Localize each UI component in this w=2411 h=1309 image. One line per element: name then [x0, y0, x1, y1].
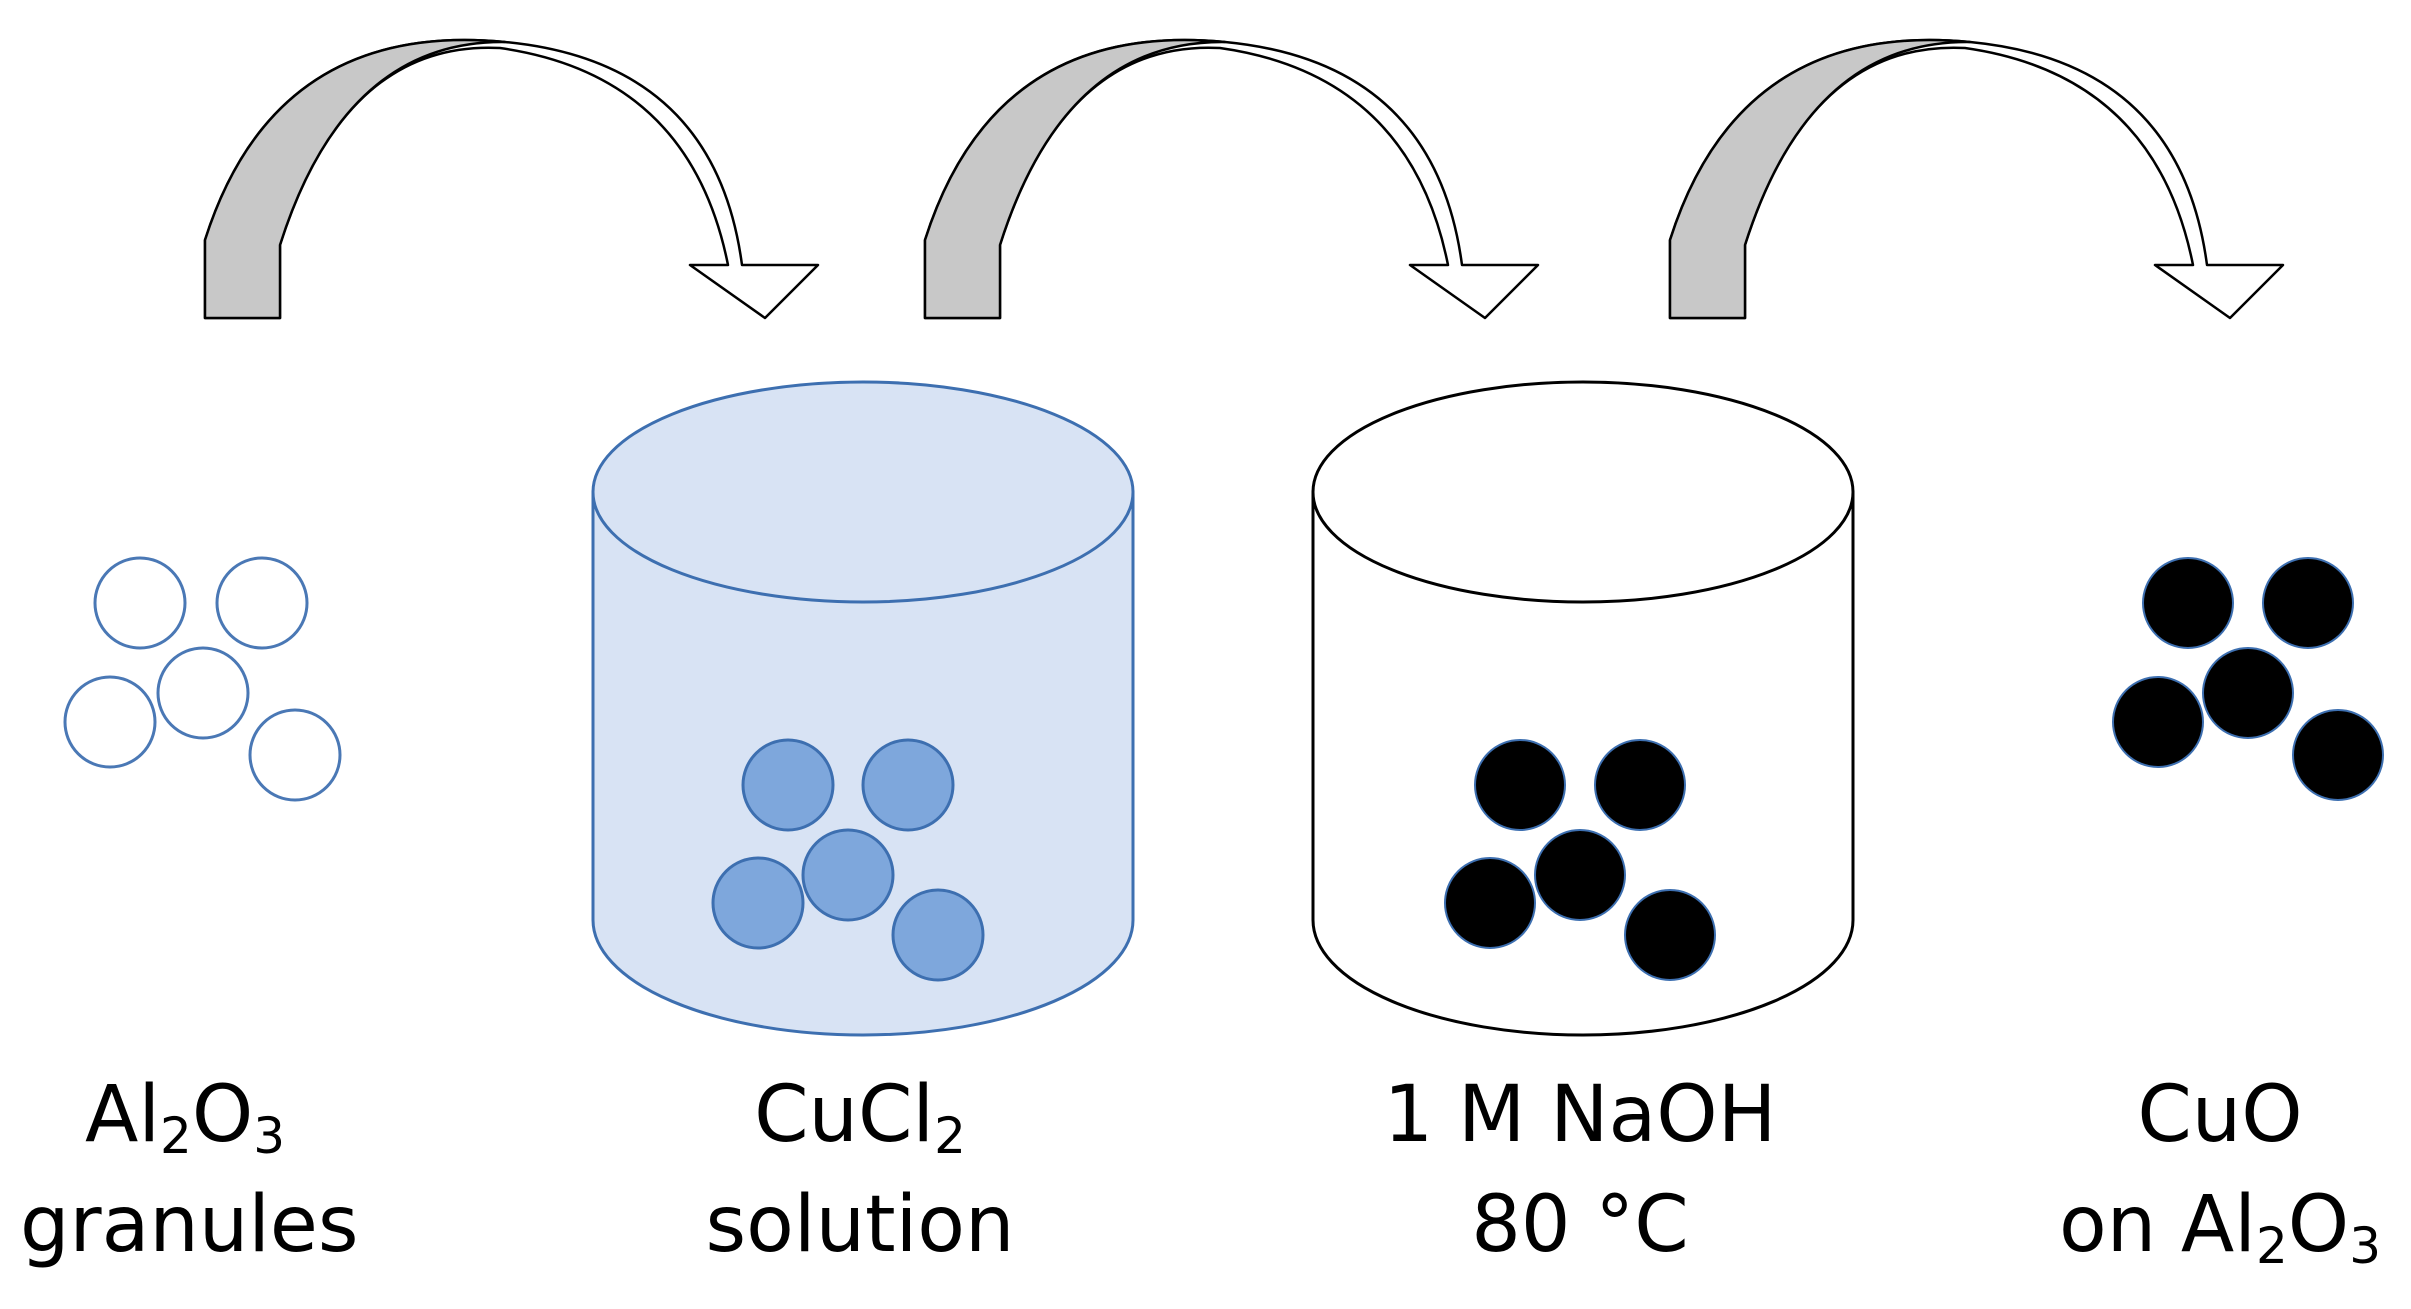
label-cuo: CuO on Al2O3: [2050, 1060, 2390, 1280]
granule: [1444, 857, 1536, 949]
granule: [2202, 647, 2294, 739]
granule: [2262, 557, 2354, 649]
granule: [2112, 676, 2204, 768]
granule: [1474, 739, 1566, 831]
label-naoh-line1: 1 M NaOH: [1383, 1070, 1777, 1160]
label-naoh-line2: 80 °C: [1471, 1180, 1689, 1270]
granule: [1624, 889, 1716, 981]
granule: [63, 675, 157, 769]
label-al2o3: Al2O3 granules: [20, 1060, 359, 1280]
granule: [711, 856, 805, 950]
process-arrows: [203, 38, 2285, 320]
label-al2o3-line2: granules: [20, 1180, 359, 1270]
granule: [248, 708, 342, 802]
naoh-beaker: [1311, 380, 1855, 1037]
granule: [215, 556, 309, 650]
granule: [1594, 739, 1686, 831]
granule: [93, 556, 187, 650]
al2o3-granules: [63, 556, 342, 802]
granule: [2142, 557, 2234, 649]
granule: [2292, 709, 2384, 801]
granule: [801, 828, 895, 922]
label-al2o3-line1: Al2O3: [84, 1070, 286, 1165]
soaked-granules: [711, 738, 985, 982]
granule: [1534, 829, 1626, 921]
label-cuo-line1: CuO: [2137, 1070, 2303, 1160]
granule: [741, 738, 835, 832]
cucl2-beaker: [591, 380, 1135, 1037]
arrow-step-3: [1668, 38, 2285, 320]
cuo-granules: [2112, 557, 2384, 801]
label-cucl2-line1: CuCl2: [754, 1070, 966, 1165]
granule: [891, 888, 985, 982]
granule: [156, 646, 250, 740]
treated-granules: [1444, 739, 1716, 981]
label-naoh: 1 M NaOH 80 °C: [1350, 1060, 1810, 1280]
arrow-step-1: [203, 38, 820, 320]
label-cuo-line2: on Al2O3: [2058, 1180, 2381, 1275]
arrow-step-2: [923, 38, 1540, 320]
label-cucl2-line2: solution: [705, 1180, 1015, 1270]
label-cucl2: CuCl2 solution: [690, 1060, 1030, 1280]
granule: [861, 738, 955, 832]
